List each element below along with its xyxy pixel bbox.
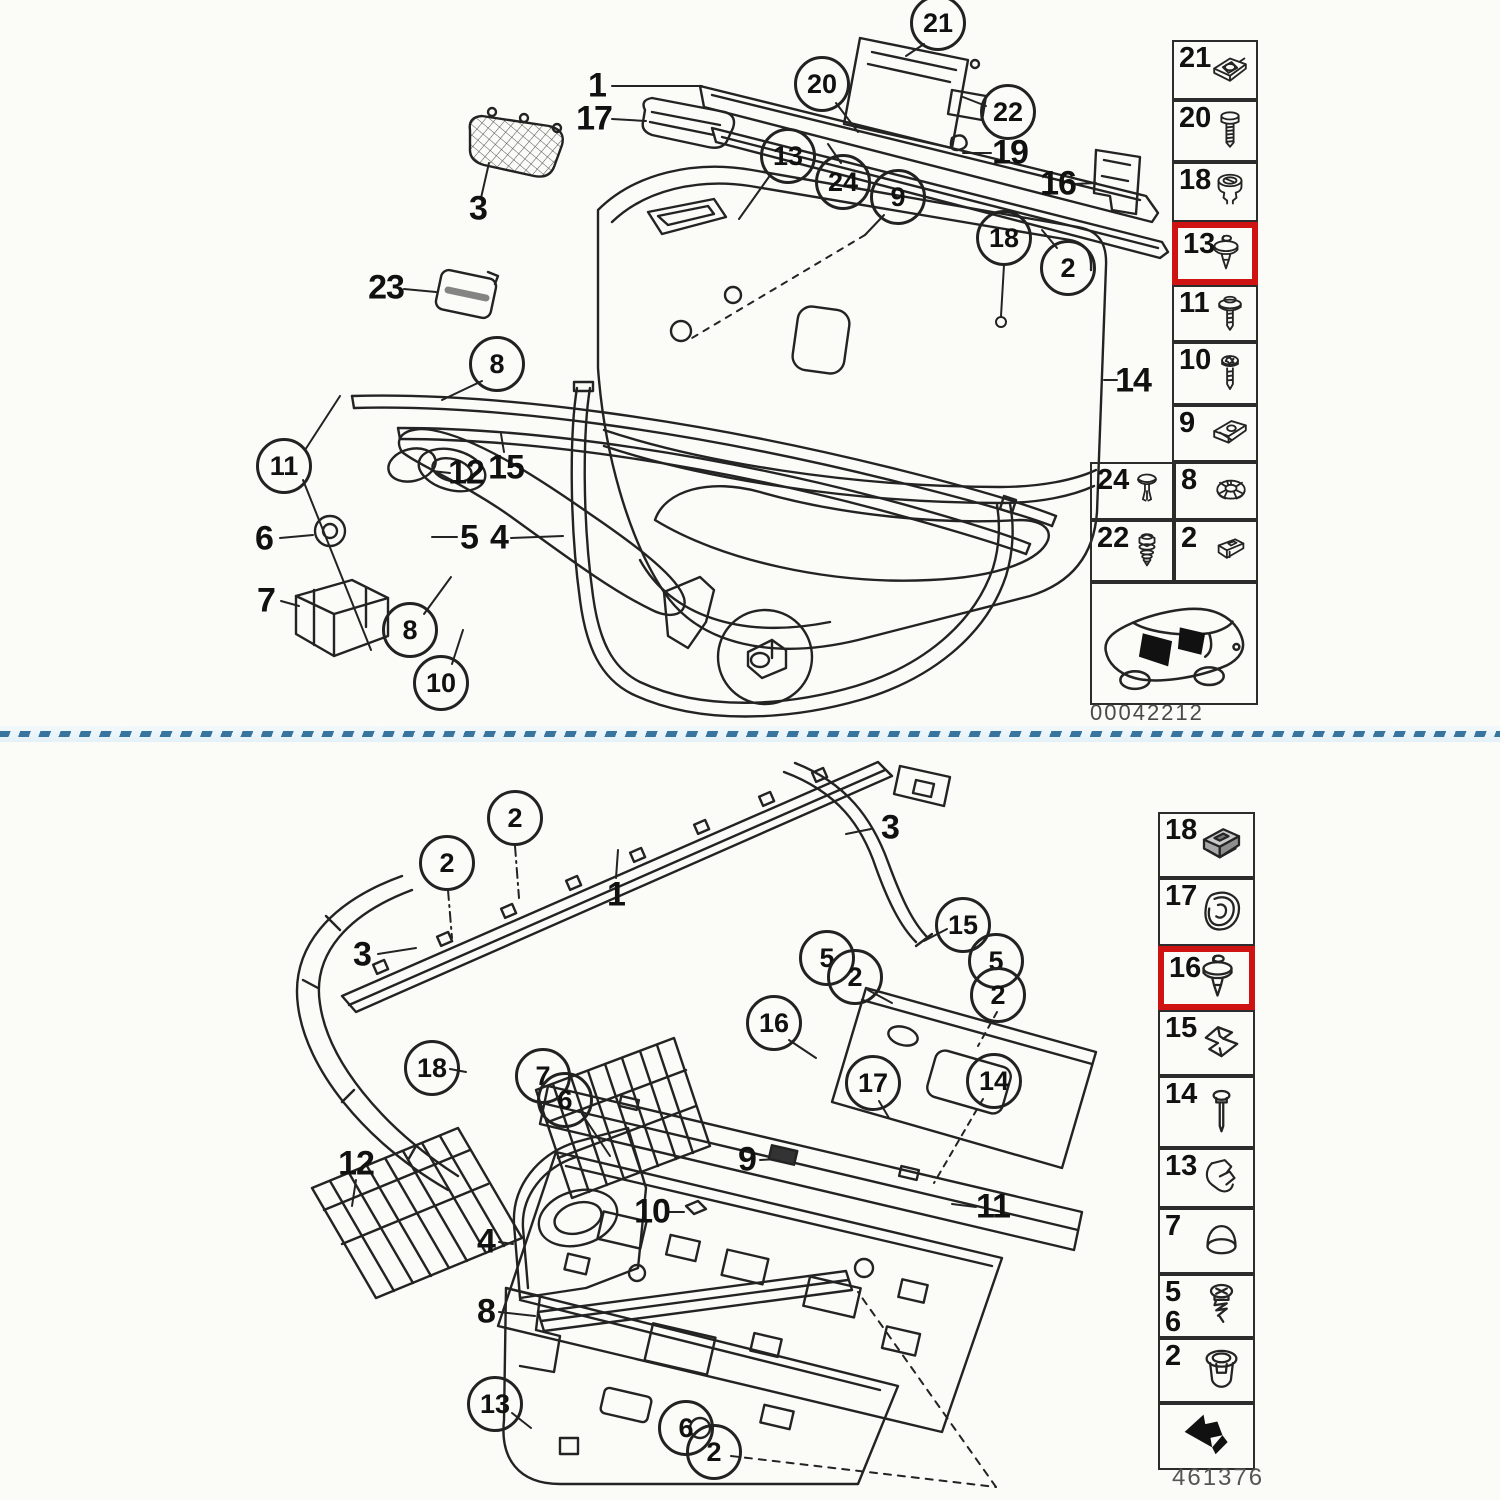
bottom-panel — [502, 1286, 900, 1486]
corner-trim — [512, 1126, 648, 1300]
decor-trim-strip — [350, 394, 1058, 528]
diagram-id-bottom: 461376 — [1172, 1464, 1265, 1491]
bracket-block — [294, 578, 390, 658]
armrest-handle — [397, 427, 716, 650]
lower-corner-panel — [830, 986, 1098, 1170]
sill-strip-panel — [538, 1084, 1084, 1252]
tailgate-upper-trim — [340, 760, 952, 1014]
gasket-ring — [313, 514, 347, 548]
emblem-badge — [434, 268, 500, 320]
diagram-id-top: 00042212 — [1090, 700, 1204, 725]
section-divider — [0, 726, 1500, 742]
frame-trim-left — [295, 874, 460, 1192]
vent-grille-large — [310, 1126, 524, 1300]
divider-dashed-line — [0, 731, 1500, 737]
window-seal-strip — [710, 126, 1170, 260]
detail-magnifier — [716, 608, 814, 706]
mounting-bracket — [1092, 148, 1142, 216]
lower-trim-strip — [396, 426, 1032, 556]
tailgate-trim-exploded-diagram — [295, 760, 1098, 1488]
door-pull-trim — [641, 96, 736, 149]
speaker-grille — [468, 106, 564, 178]
door-panel — [596, 165, 1108, 650]
cover-cap — [387, 447, 437, 483]
frame-trim-right — [782, 761, 934, 948]
inner-panel — [496, 1150, 1004, 1434]
trim-strip-8 — [536, 1269, 854, 1333]
vent-grille-small — [534, 1036, 712, 1200]
door-edge-seal — [570, 380, 1018, 718]
front-door-trim-exploded-diagram — [279, 36, 1170, 718]
upper-trim-strip — [698, 84, 1160, 224]
